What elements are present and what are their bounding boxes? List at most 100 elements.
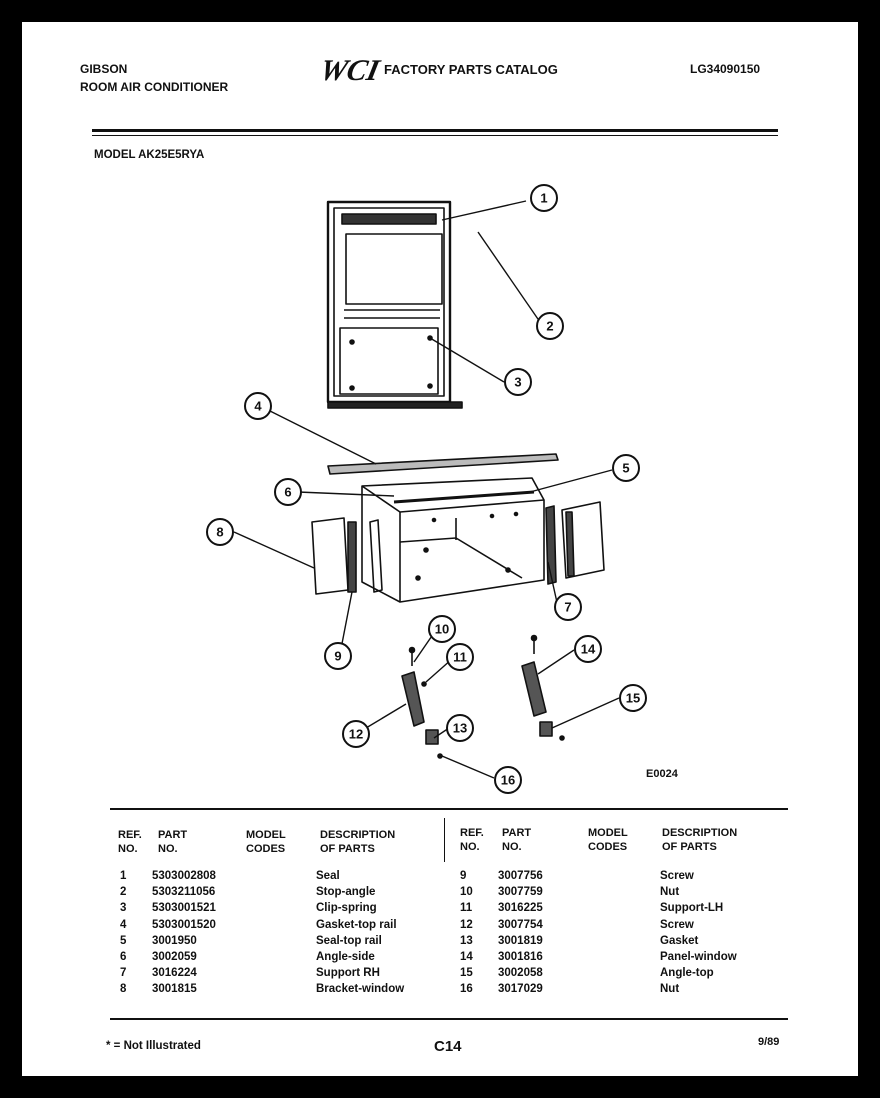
- svg-text:11: 11: [453, 650, 467, 665]
- row-part: 3002059: [152, 951, 197, 963]
- wci-logo: WCI: [317, 53, 384, 87]
- row-desc: Bracket-window: [316, 983, 405, 996]
- row-part: 3016225: [498, 902, 543, 915]
- callout-15: 15: [619, 684, 647, 712]
- row-ref: 10: [460, 886, 473, 899]
- row-desc: Seal: [316, 870, 340, 882]
- catalog-number: LG34090150: [690, 62, 761, 76]
- row-ref: 12: [460, 918, 473, 931]
- row-part: 3016224: [152, 967, 197, 980]
- row-ref: 11: [460, 902, 473, 915]
- model-line: MODEL AK25E5RYA: [94, 149, 205, 161]
- svg-text:7: 7: [564, 600, 571, 615]
- svg-text:14: 14: [581, 642, 596, 657]
- row-ref: 16: [460, 983, 473, 996]
- svg-text:2: 2: [546, 319, 553, 334]
- row-ref: 14: [460, 951, 473, 963]
- row-part: 3001815: [152, 983, 197, 996]
- row-part: 3001816: [498, 951, 543, 963]
- left-side-panel: [311, 517, 349, 595]
- row-desc: Stop-angle: [316, 886, 376, 899]
- row-ref: 1: [120, 870, 127, 882]
- row-desc: Support-LH: [660, 902, 724, 915]
- row-desc: Screw: [660, 870, 694, 882]
- row-desc: Angle-side: [316, 951, 375, 963]
- row-ref: 4: [120, 918, 127, 931]
- svg-text:6: 6: [284, 485, 291, 500]
- row-desc: Clip-spring: [316, 902, 377, 915]
- gasket-top-rail: [327, 453, 559, 475]
- row-desc: Panel-window: [660, 951, 737, 963]
- table-rule-bottom: [110, 1018, 788, 1020]
- callout-10: 10: [428, 615, 456, 643]
- row-desc: Nut: [660, 886, 680, 899]
- row-part: 3001950: [152, 934, 197, 947]
- header-rule-top: [92, 129, 778, 132]
- svg-text:1: 1: [540, 191, 547, 206]
- left-gasket: [347, 521, 357, 593]
- callout-6: 6: [274, 478, 302, 506]
- row-ref: 9: [460, 870, 467, 882]
- left-angle: [369, 519, 383, 593]
- row-ref: 2: [120, 886, 127, 899]
- row-ref: 15: [460, 967, 473, 980]
- svg-text:9: 9: [334, 649, 341, 664]
- row-part: 5303211056: [152, 886, 216, 899]
- svg-text:16: 16: [501, 773, 515, 788]
- catalog-title: FACTORY PARTS CATALOG: [384, 62, 558, 77]
- callout-2: 2: [536, 312, 564, 340]
- leader-lines: [233, 200, 620, 779]
- row-part: 3007754: [498, 918, 543, 931]
- callout-8: 8: [206, 518, 234, 546]
- window-panel-assembly: [326, 200, 463, 409]
- callout-13: 13: [446, 714, 474, 742]
- row-part: 5303001520: [152, 918, 216, 931]
- row-desc: Screw: [660, 918, 694, 931]
- callout-5: 5: [612, 454, 640, 482]
- row-part: 3001819: [498, 934, 543, 947]
- svg-text:12: 12: [349, 727, 363, 742]
- callout-1: 1: [530, 184, 558, 212]
- svg-text:10: 10: [435, 622, 449, 637]
- callout-4: 4: [244, 392, 272, 420]
- svg-text:4: 4: [254, 399, 262, 414]
- row-desc: Seal-top rail: [316, 934, 382, 947]
- svg-text:WCI: WCI: [322, 54, 384, 84]
- svg-text:8: 8: [216, 525, 223, 540]
- callout-3: 3: [504, 368, 532, 396]
- svg-text:5: 5: [622, 461, 629, 476]
- row-ref: 5: [120, 934, 127, 947]
- row-ref: 7: [120, 967, 127, 980]
- right-side-panel: [561, 501, 605, 579]
- row-part: 3002058: [498, 967, 543, 980]
- callout-12: 12: [342, 720, 370, 748]
- callout-16: 16: [494, 766, 522, 794]
- row-desc: Angle-top: [660, 967, 714, 980]
- brand-name: GIBSON: [80, 62, 128, 76]
- revision-date: 9/89: [758, 1036, 780, 1048]
- row-part: 5303002808: [152, 870, 216, 882]
- header-rule-bottom: [92, 135, 778, 136]
- page-code: C14: [434, 1038, 462, 1055]
- row-ref: 6: [120, 951, 127, 963]
- diagram-code: E0024: [646, 768, 679, 780]
- hdr-ref-left: REF.NO.: [118, 829, 142, 855]
- callout-7: 7: [554, 593, 582, 621]
- row-part: 3007756: [498, 870, 543, 882]
- callout-9: 9: [324, 642, 352, 670]
- callout-11: 11: [446, 643, 474, 671]
- row-part: 5303001521: [152, 902, 216, 915]
- row-part: 3017029: [498, 983, 543, 996]
- table-divider: [444, 818, 445, 862]
- svg-text:3: 3: [514, 375, 521, 390]
- catalog-page: GIBSON ROOM AIR CONDITIONER WCI FACTORY …: [22, 22, 858, 1076]
- right-support: [521, 661, 547, 717]
- row-part: 3007759: [498, 886, 543, 899]
- row-ref: 8: [120, 983, 127, 996]
